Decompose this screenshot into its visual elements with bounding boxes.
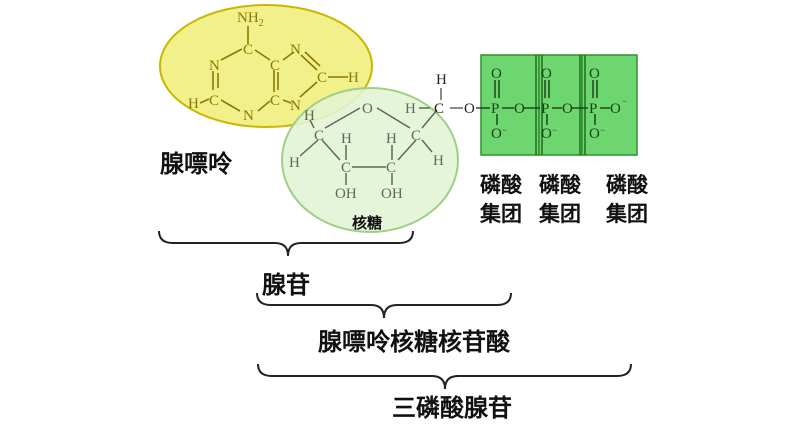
charge-minus: − [552,125,557,135]
phosphate-box-1 [480,54,540,156]
phosphate-2-label-line1: 磷酸 [539,173,582,197]
atom-n: N [290,98,301,114]
atp-label: 三磷酸腺苷 [392,394,512,422]
atom-o: O [464,101,475,117]
atom-n: N [243,108,254,124]
phosphate-2-label-line2: 集团 [538,202,581,226]
atom-p: P [589,101,597,117]
atp-brace [257,363,632,390]
adenine-bonds [199,26,348,112]
phosphate-atoms: O P O − O O P O − O O P O − O − [491,66,627,142]
adenine-atoms: NH2 C N C N C H C H C N N [188,10,359,124]
atom-h: H [289,155,300,171]
phosphate-3-label-line2: 集团 [605,202,648,226]
adenine-label: 腺嘌呤 [160,150,233,178]
atom-c: C [341,160,351,176]
phosphate-3-label-line1: 磷酸 [606,173,649,197]
atom-o: O [562,101,573,117]
charge-minus: − [622,96,627,106]
atom-c: C [314,128,324,144]
atom-h: H [433,153,444,169]
amp-label: 腺嘌呤核糖核苷酸 [318,328,511,356]
ribose-label: 核糖 [352,214,382,232]
atom-h: H [405,101,416,117]
atom-nh2: NH2 [237,10,264,29]
phosphate-1-label-line2: 集团 [479,202,522,226]
phosphate-box-2 [538,54,583,156]
atom-o: O [491,66,502,82]
atom-c: C [411,128,421,144]
phosphate-box-3 [581,54,638,156]
atom-c: C [243,42,253,58]
atom-h: H [341,131,352,147]
atom-p: P [541,101,549,117]
atom-h: H [386,131,397,147]
atom-n: N [290,42,301,58]
adenosine-brace [158,230,414,257]
atom-h: H [436,72,447,88]
atom-c: C [270,93,280,109]
amp-brace [256,292,512,319]
atom-o: O [541,126,552,142]
atom-oh: OH [381,186,403,202]
atom-o: O [610,101,621,117]
charge-minus: − [600,125,605,135]
atom-c: C [270,58,280,74]
ribose-highlight [281,87,459,233]
atom-c: C [434,101,444,117]
atom-h: H [188,96,199,112]
atom-c: C [386,160,396,176]
atom-h: H [348,70,359,86]
atom-o: O [362,101,373,117]
atom-n: N [209,58,220,74]
atom-h: H [304,108,315,124]
ribose-bonds [299,88,463,185]
atom-oh: OH [335,186,357,202]
adenine-highlight [159,4,373,128]
charge-minus: − [502,125,507,135]
atom-o: O [514,101,525,117]
linker-atoms: H C O [434,72,475,117]
atom-o: O [589,66,600,82]
atom-p: P [491,101,499,117]
atom-o: O [491,126,502,142]
atom-c: C [209,93,219,109]
adenosine-label: 腺苷 [262,271,310,299]
atom-o: O [589,126,600,142]
atom-c: C [317,70,327,86]
atom-o: O [541,66,552,82]
phosphate-bonds [476,80,610,125]
phosphate-1-label-line1: 磷酸 [480,173,523,197]
ribose-atoms: O H C H H C OH H C OH C H H [289,101,444,202]
